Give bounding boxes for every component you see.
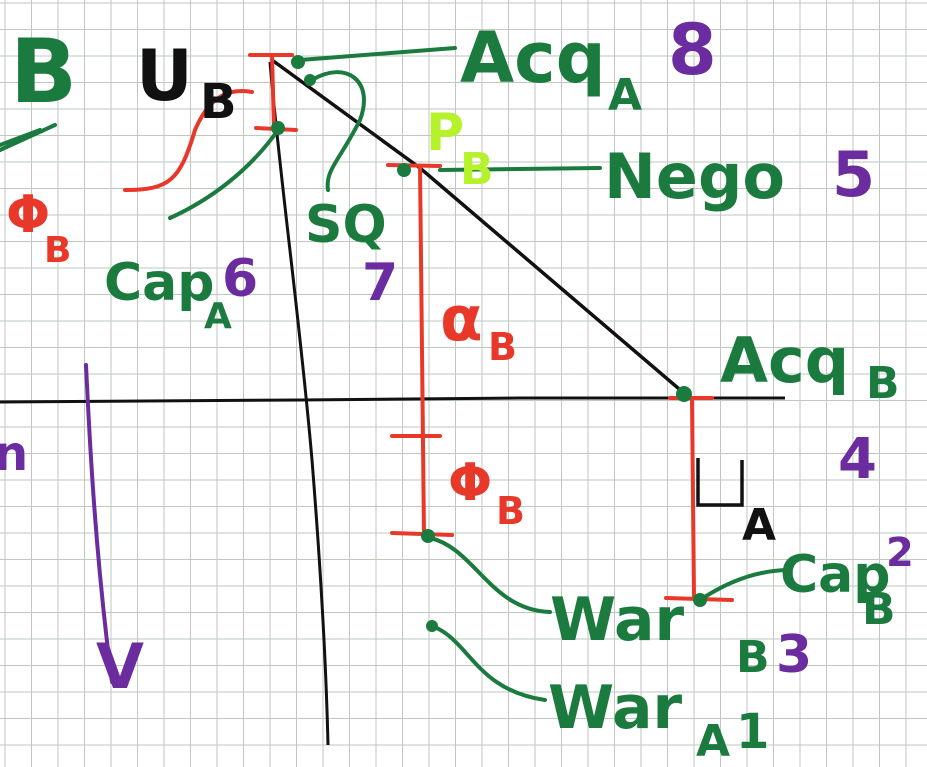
connector-cap-a — [168, 128, 280, 220]
label-acq-a-sub: A — [608, 70, 642, 121]
label-p-b-sub: B — [460, 144, 494, 195]
point-war-a — [426, 620, 438, 632]
label-u-b-sub: B — [200, 74, 237, 130]
red-vertical-alpha-phi — [418, 164, 426, 538]
label-acq-a: Acq — [460, 17, 606, 99]
label-cap-b-sub: B — [862, 584, 896, 635]
point-nego — [397, 163, 411, 177]
label-acq-b: Acq — [720, 324, 849, 397]
label-sq-rank: 7 — [362, 253, 398, 313]
purple-arrow-shaft — [84, 363, 114, 684]
label-alpha-b: α — [440, 282, 483, 355]
left-green-stroke — [0, 123, 57, 152]
label-war-a-sub: A — [696, 716, 730, 767]
point-war-b — [421, 529, 435, 543]
connector-nego — [438, 166, 602, 172]
label-alpha-b-sub: B — [488, 325, 517, 369]
u-a-bracket — [696, 458, 744, 507]
label-phi-b-left: Φ — [6, 185, 50, 245]
red-vertical-phi-b-left — [270, 53, 276, 130]
label-acq-a-rank: 8 — [668, 9, 717, 91]
label-p-b: P — [426, 103, 464, 163]
label-u-b: U — [136, 35, 193, 117]
label-nego-rank: 5 — [832, 138, 875, 211]
label-cap-a: Cap — [104, 253, 214, 313]
label-cap-b-rank: 2 — [886, 530, 914, 576]
connector-war-b — [428, 536, 552, 614]
label-phi-b-mid-sub: B — [496, 489, 525, 533]
label-phi-b-mid: Φ — [448, 453, 492, 513]
label-phi-b-left-sub: B — [44, 230, 71, 271]
label-war-b: War — [550, 585, 685, 655]
red-vertical-u-a — [690, 396, 696, 600]
label-cap-a-rank: 6 — [222, 249, 258, 309]
point-acq-a — [291, 55, 305, 69]
label-war-b-rank: 3 — [776, 625, 812, 685]
u-b-frontier-curve — [268, 61, 330, 746]
arrow-head-v: V — [96, 630, 144, 703]
red-curve-phi-b — [123, 89, 254, 192]
label-cap-a-sub: A — [204, 296, 232, 337]
label-war-a: War — [548, 673, 683, 743]
label-b-top-left: B — [10, 20, 77, 123]
label-n: n — [0, 426, 28, 482]
label-nego: Nego — [604, 140, 785, 213]
point-acq-b — [676, 386, 692, 402]
connector-acq-a — [298, 46, 457, 62]
point-sq — [304, 74, 316, 86]
label-cap-b: Cap — [780, 545, 890, 605]
label-war-a-rank: 1 — [736, 704, 769, 760]
red-tick-p-b — [386, 163, 442, 168]
horizontal-axis — [0, 396, 785, 404]
label-sq: SQ — [305, 195, 387, 255]
label-acq-b-sub: B — [866, 358, 900, 409]
label-u-a: A — [742, 500, 776, 551]
connector-war-a — [430, 624, 547, 702]
connector-cap-b — [698, 568, 792, 602]
label-acq-b-rank: 4 — [838, 427, 877, 492]
connector-sq — [310, 70, 366, 192]
point-cap-a — [271, 121, 285, 135]
point-cap-b — [693, 593, 707, 607]
label-war-b-sub: B — [736, 632, 770, 683]
